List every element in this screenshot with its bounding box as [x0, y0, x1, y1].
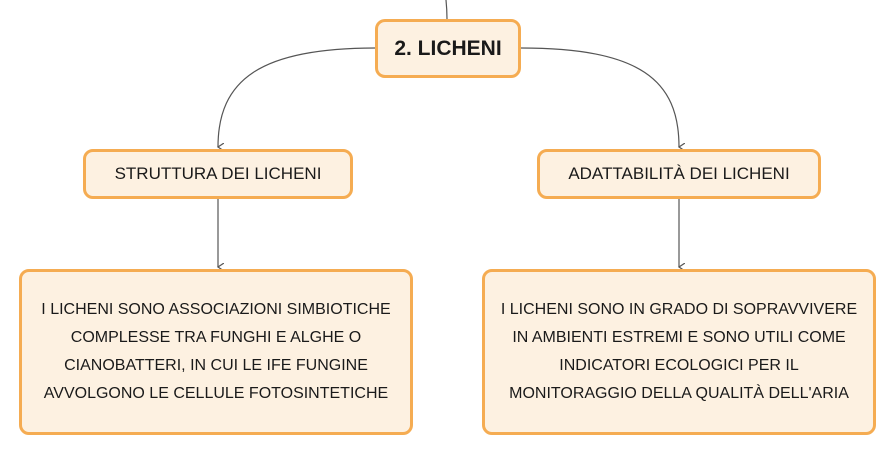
connector-root-to-left-branch — [218, 47, 376, 147]
branch-node-adaptability[interactable]: ADATTABILITÀ DEI LICHENI — [537, 149, 821, 199]
branch-node-structure[interactable]: STRUTTURA DEI LICHENI — [83, 149, 353, 199]
connector-root-to-right-branch — [520, 47, 679, 147]
incoming-connector — [445, 0, 448, 20]
root-node-label: 2. LICHENI — [394, 36, 502, 60]
branch-node-adaptability-label: ADATTABILITÀ DEI LICHENI — [568, 164, 790, 183]
leaf-node-structure[interactable]: I LICHENI SONO ASSOCIAZIONI SIMBIOTICHE … — [19, 269, 413, 435]
root-node[interactable]: 2. LICHENI — [375, 19, 521, 78]
branch-node-structure-label: STRUTTURA DEI LICHENI — [114, 164, 322, 183]
leaf-node-adaptability-text: I LICHENI SONO IN GRADO DI SOPRAVVIVERE … — [500, 301, 858, 402]
leaf-node-adaptability[interactable]: I LICHENI SONO IN GRADO DI SOPRAVVIVERE … — [482, 269, 876, 435]
leaf-node-structure-text: I LICHENI SONO ASSOCIAZIONI SIMBIOTICHE … — [41, 301, 391, 402]
